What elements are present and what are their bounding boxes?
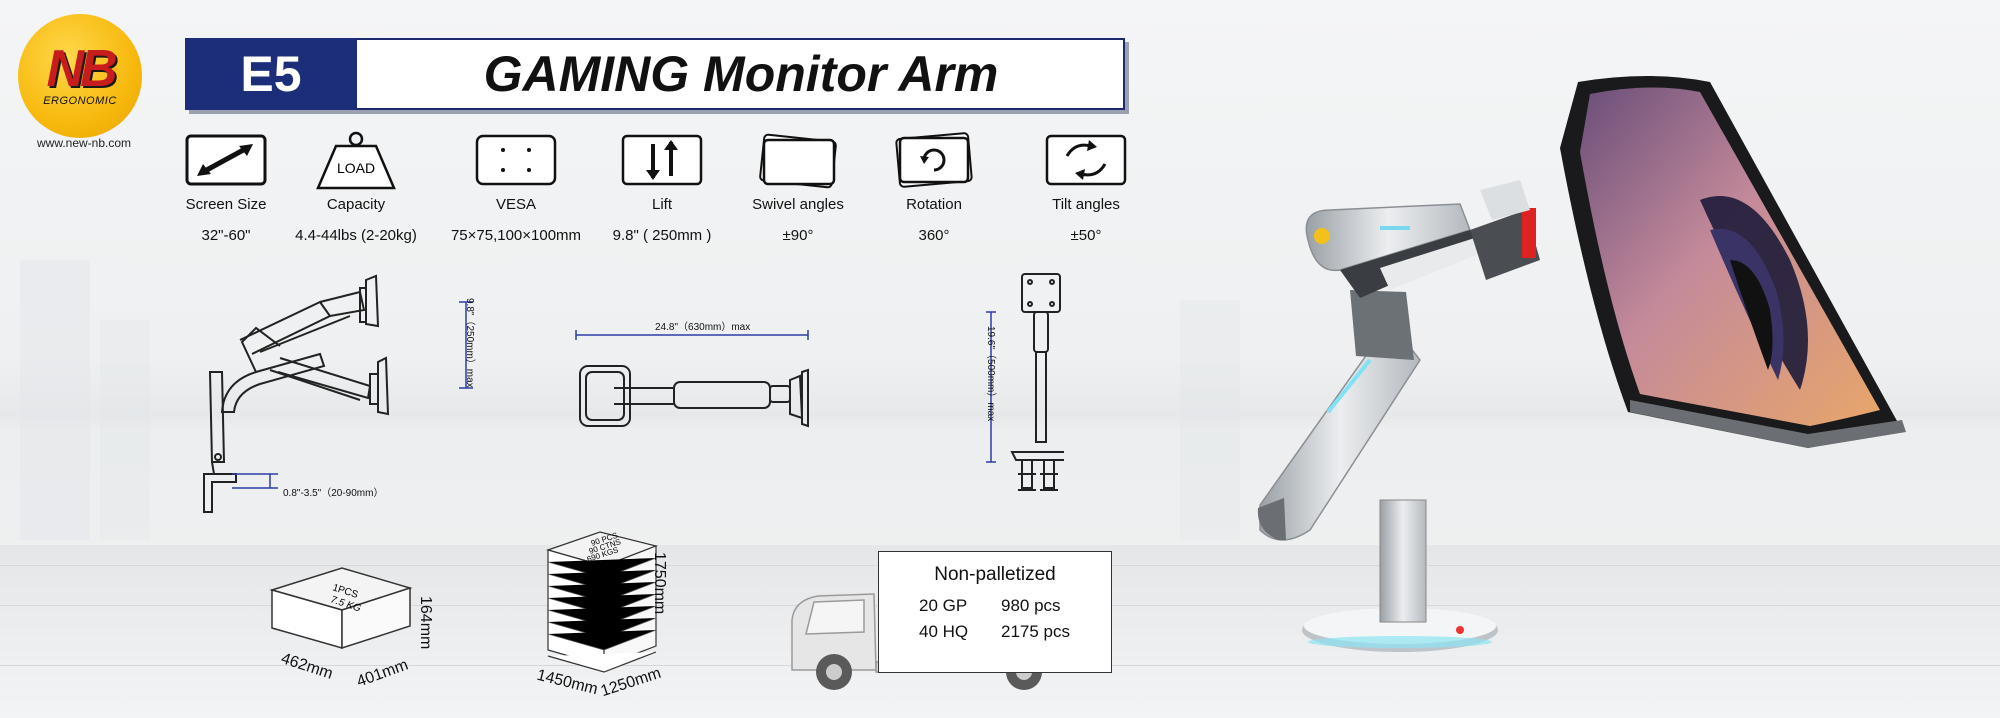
spec-lift: Lift 9.8" ( 250mm ) — [592, 130, 732, 244]
website-text: www.new-nb.com — [36, 136, 132, 150]
pallet-height: 1750mm — [651, 552, 668, 615]
clamp-dimension-label: 0.8"-3.5"（20-90mm） — [283, 488, 384, 499]
background-building — [1180, 300, 1240, 540]
model-badge: E5 — [185, 38, 357, 110]
height-dimension-label: 19.6"（500mm）max — [985, 326, 996, 422]
load-weight-icon: LOAD — [286, 130, 426, 190]
top-view-drawing — [575, 330, 809, 428]
spec-vesa: VESA 75×75,100×100mm — [446, 130, 586, 244]
container-type-40hq: 40 HQ — [919, 622, 969, 641]
height-view-drawing — [986, 273, 1064, 491]
page-title: GAMING Monitor Arm — [483, 46, 999, 102]
clamp-dimension-line — [232, 473, 278, 489]
container-title: Non-palletized — [934, 564, 1056, 585]
background-building — [20, 260, 90, 540]
side-view-drawing — [203, 274, 390, 513]
brand-logo: NB ERGONOMIC — [18, 14, 142, 138]
spec-swivel: Swivel angles ±90° — [728, 130, 868, 244]
diagonal-arrow-icon — [156, 130, 296, 190]
spec-screen-size: Screen Size 32"-60" — [156, 130, 296, 244]
title-banner: E5 GAMING Monitor Arm — [185, 38, 1125, 110]
pallet-drawing: 90 PCS 90 CTNS 690 KGS — [546, 531, 658, 673]
background-building — [100, 320, 150, 540]
container-qty-40hq: 2175 pcs — [1001, 622, 1070, 641]
lift-dimension-label: 9.8"（250mm）max — [464, 298, 475, 388]
lift-dimension-line — [459, 301, 473, 389]
rotation-icon — [864, 130, 1004, 190]
lift-arrows-icon — [592, 130, 732, 190]
logo-letters: NB — [46, 40, 117, 98]
tilt-icon — [1016, 130, 1156, 190]
spec-tilt: Tilt angles ±50° — [1016, 130, 1156, 244]
swivel-icon — [728, 130, 868, 190]
container-info-box: Non-palletized 20 GP 980 pcs 40 HQ 2175 … — [878, 551, 1112, 673]
product-render — [1257, 76, 1906, 652]
svg-text:LOAD: LOAD — [337, 160, 375, 176]
box-drawing: 1PCS 7.5 KG — [269, 567, 413, 650]
vesa-plate-icon — [446, 130, 586, 190]
spec-capacity: LOAD Capacity 4.4-44lbs (2-20kg) — [286, 130, 426, 244]
box-height: 164mm — [417, 596, 434, 650]
container-type-20gp: 20 GP — [919, 596, 968, 615]
logo-subtitle: ERGONOMIC — [43, 95, 117, 107]
reach-dimension-label: 24.8"（630mm）max — [655, 322, 751, 333]
container-qty-20gp: 980 pcs — [1001, 596, 1061, 615]
spec-rotation: Rotation 360° — [864, 130, 1004, 244]
